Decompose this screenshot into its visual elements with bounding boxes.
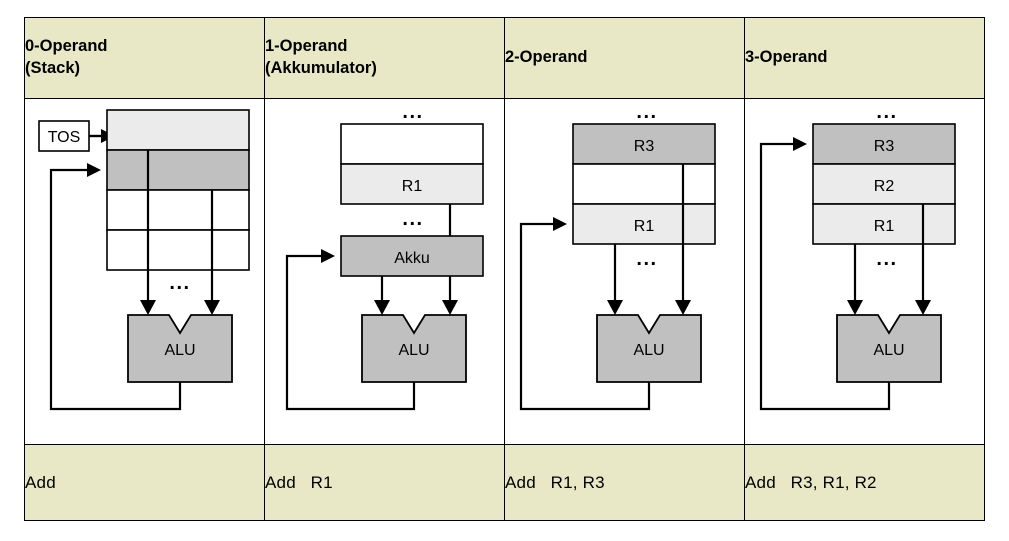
stack-cell-3 (106, 229, 250, 271)
operand-b-arrowhead-icon (915, 300, 931, 315)
operand-a-arrowhead-icon (140, 300, 156, 315)
accumulator-box (340, 235, 484, 277)
header-line-2: (Akkumulator) (265, 59, 377, 77)
header-line-2: (Stack) (25, 59, 81, 77)
register-ellipsis-above: ... (402, 101, 423, 123)
register-ellipsis-below: ... (636, 248, 657, 270)
tos-label: TOS (48, 129, 81, 146)
operand-b-arrowhead-icon (675, 300, 691, 315)
accumulator-label: Akku (394, 250, 430, 267)
register-ellipsis-below: ... (402, 208, 423, 230)
operand-a-arrowhead-icon (374, 300, 390, 315)
instruction-three-operand: Add R3, R1, R2 (744, 444, 985, 521)
alu-label: ALU (164, 342, 195, 359)
stack-cell-1 (106, 149, 250, 191)
alu-shape (361, 314, 467, 383)
column-header-zero-operand: 0-Operand (Stack) (24, 17, 265, 99)
writeback-arrowhead-icon (87, 163, 101, 177)
diagram-two-operand: ... R3 R1 ... ALU (504, 98, 745, 445)
register-cell-2-label: R1 (874, 218, 895, 235)
accumulator-machine-diagram: ... R1 ... Akku ALU (285, 101, 484, 411)
alu-label: ALU (873, 342, 904, 359)
operand-b-arrowhead-icon (442, 300, 458, 315)
two-operand-machine-diagram: ... R3 R1 ... ALU (519, 101, 716, 411)
writeback-path (519, 222, 651, 411)
register-cell-0-label: R3 (874, 138, 895, 155)
instruction-two-operand: Add R1, R3 (504, 444, 745, 521)
register-ellipsis-below: ... (876, 248, 897, 270)
alu-shape (596, 314, 702, 383)
diagram-one-operand: ... R1 ... Akku ALU (264, 98, 505, 445)
register-cell-2 (812, 203, 956, 245)
writeback-arrowhead-icon (321, 249, 335, 263)
alu-label: ALU (633, 342, 664, 359)
writeback-path (49, 168, 182, 411)
stack-machine-diagram: TOS ... (38, 109, 250, 411)
alu-label: ALU (398, 342, 429, 359)
register-cell-1-label: R1 (402, 178, 423, 195)
operand-a-arrowhead-icon (607, 300, 623, 315)
register-cell-1 (340, 163, 484, 205)
register-cell-1 (812, 163, 956, 205)
header-row: 0-Operand (Stack) 1-Operand (Akkumulator… (24, 17, 985, 99)
register-ellipsis-above: ... (636, 101, 657, 123)
writeback-arrowhead-icon (793, 137, 807, 151)
alu-shape (836, 314, 942, 383)
alu-shape (127, 314, 233, 383)
writeback-path (285, 254, 416, 411)
tos-box (38, 120, 90, 152)
column-header-two-operand: 2-Operand (504, 17, 745, 99)
register-cell-2 (572, 203, 716, 245)
instruction-zero-operand: Add (24, 444, 265, 521)
register-cell-0 (340, 123, 484, 165)
three-operand-machine-diagram: ... R3 R2 R1 ... ALU (759, 101, 956, 411)
diagram-row: TOS ... (24, 98, 985, 445)
register-cell-1 (572, 163, 716, 205)
column-header-three-operand: 3-Operand (744, 17, 985, 99)
stack-cell-2 (106, 189, 250, 231)
stack-cell-0 (106, 109, 250, 151)
operand-formats-table: 0-Operand (Stack) 1-Operand (Akkumulator… (24, 17, 985, 521)
header-line-1: 1-Operand (265, 37, 348, 56)
column-header-one-operand: 1-Operand (Akkumulator) (264, 17, 505, 99)
operand-a-arrowhead-icon (847, 300, 863, 315)
register-cell-0-label: R3 (634, 138, 655, 155)
diagram-zero-operand: TOS ... (24, 98, 265, 445)
register-cell-1-label: R2 (874, 178, 895, 195)
writeback-path (759, 142, 891, 411)
operand-b-arrowhead-icon (204, 300, 220, 315)
register-cell-2-label: R1 (634, 218, 655, 235)
writeback-arrowhead-icon (553, 217, 567, 231)
diagram-three-operand: ... R3 R2 R1 ... ALU (744, 98, 985, 445)
instruction-row: Add Add R1 Add R1, R3 Add R3, R1, R2 (24, 444, 985, 521)
stack-ellipsis-below: ... (169, 272, 190, 294)
instruction-one-operand: Add R1 (264, 444, 505, 521)
header-line-1: 0-Operand (25, 37, 108, 56)
header-line-1: 3-Operand (745, 48, 828, 67)
header-line-1: 2-Operand (505, 48, 588, 67)
register-ellipsis-above: ... (876, 101, 897, 123)
